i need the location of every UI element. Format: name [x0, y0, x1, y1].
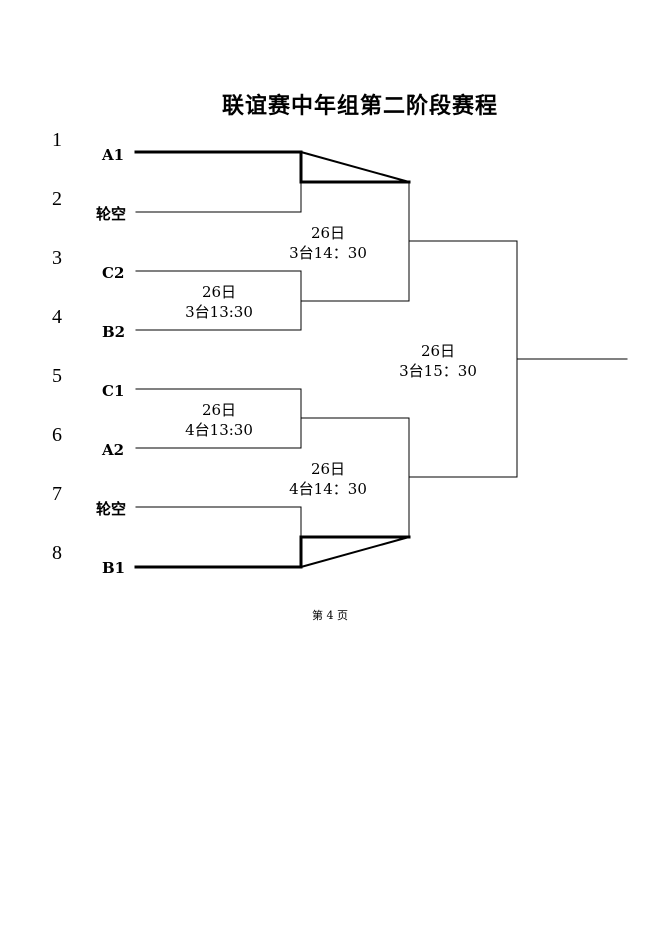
match-time: 3台15：30 [399, 362, 477, 380]
team-name: A1 [102, 146, 125, 164]
seed-number: 8 [52, 542, 62, 564]
match-schedule-label: 26日 4台14：30 [272, 459, 384, 499]
match-schedule-label: 26日 3台15：30 [382, 341, 494, 381]
seed-number: 3 [52, 247, 62, 269]
match-time: 4台13:30 [185, 421, 253, 439]
match-time: 3台14：30 [289, 244, 367, 262]
bracket-title: 联谊赛中年组第二阶段赛程 [221, 93, 498, 119]
match-date: 26日 [201, 283, 237, 301]
page-number: 第 4 页 [312, 609, 348, 622]
match-schedule-label: 26日 4台13:30 [164, 400, 274, 440]
match-date: 26日 [201, 401, 237, 419]
match-schedule-label: 26日 3台13:30 [164, 282, 274, 322]
team-name: A2 [102, 441, 125, 459]
match-date: 26日 [310, 460, 346, 478]
seed-number: 2 [52, 188, 62, 210]
match-schedule-label: 26日 3台14：30 [272, 223, 384, 263]
seed-number: 4 [52, 306, 62, 328]
match-date: 26日 [310, 224, 346, 242]
advance-wedge [299, 535, 411, 569]
team-name: 轮空 [96, 205, 127, 223]
team-name: 轮空 [96, 500, 127, 518]
match-date: 26日 [420, 342, 456, 360]
team-name: B1 [102, 559, 126, 577]
team-name: C1 [102, 382, 125, 400]
match-time: 3台13:30 [185, 303, 253, 321]
team-name: B2 [102, 323, 126, 341]
seed-number: 6 [52, 424, 62, 446]
seed-number: 1 [52, 129, 62, 151]
seed-number: 5 [52, 365, 62, 387]
match-time: 4台14：30 [289, 480, 367, 498]
seed-number: 7 [52, 483, 62, 505]
team-name: C2 [102, 264, 125, 282]
advance-wedge [299, 150, 411, 184]
